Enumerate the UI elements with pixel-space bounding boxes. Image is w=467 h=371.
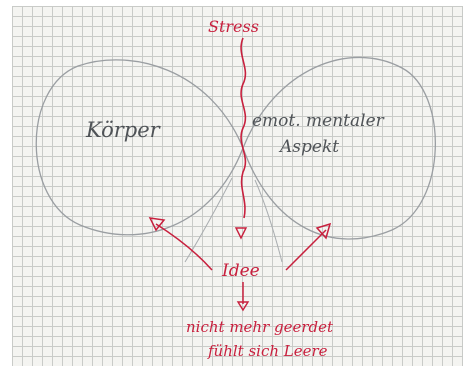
result-label-line1: nicht mehr geerdet bbox=[186, 318, 334, 336]
idea-label: Idee bbox=[221, 261, 260, 281]
arrow-to-emotional bbox=[285, 229, 327, 271]
arrowhead-down bbox=[236, 301, 250, 312]
result-label-line2: fühlt sich Leere bbox=[207, 342, 328, 360]
right-loop bbox=[242, 56, 436, 240]
grid-paper bbox=[12, 6, 463, 366]
stress-label: Stress bbox=[208, 17, 259, 36]
emotional-label-line1: emot. mentaler bbox=[252, 111, 385, 131]
arrow-to-body bbox=[155, 223, 213, 271]
left-loop bbox=[35, 59, 244, 236]
emotional-label-line2: Aspekt bbox=[278, 137, 339, 157]
pencil-stroke-left bbox=[184, 177, 233, 263]
pencil-stroke-right bbox=[254, 179, 283, 263]
stress-arrowhead bbox=[234, 227, 248, 240]
body-label: Körper bbox=[85, 118, 162, 142]
arrowhead-left bbox=[148, 217, 166, 232]
arrowhead-right bbox=[315, 222, 332, 240]
stress-line bbox=[240, 37, 247, 219]
